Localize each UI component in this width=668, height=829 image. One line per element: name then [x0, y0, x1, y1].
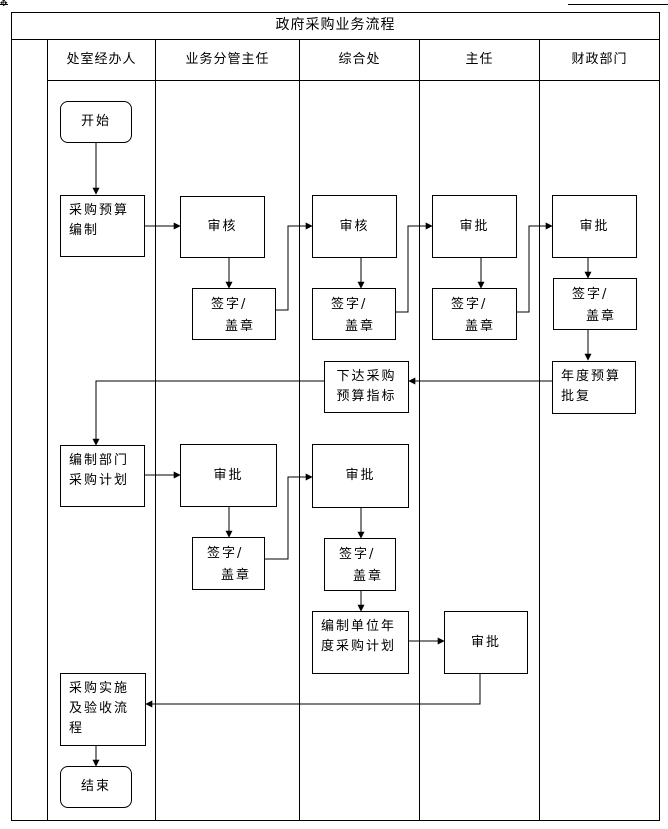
sign-general-2-node: 签字/ 盖章: [324, 538, 396, 591]
node-label: 预算指标: [336, 389, 397, 404]
node-label: 程: [69, 721, 85, 736]
node-label: 度采购计划: [321, 639, 397, 654]
node-label: 编制单位年: [321, 619, 397, 634]
approve-finance-node: 审批: [552, 195, 637, 258]
node-label: 及验收流: [69, 701, 130, 716]
node-label: 审批: [213, 467, 244, 483]
outer-frame: [11, 12, 660, 821]
issue-indicators-node: 下达采购 预算指标: [324, 361, 409, 413]
annual-budget-reply-node: 年度预算 批复: [552, 361, 636, 414]
node-label: 审批: [345, 468, 376, 483]
sign-finance-node: 签字/ 盖章: [553, 278, 637, 330]
node-label: 盖章: [225, 319, 256, 334]
sign-supervisor-2-node: 签字/ 盖章: [192, 537, 265, 590]
node-label: 签字/: [207, 546, 244, 561]
edge-sign_supervisor_1-review_general_1: [276, 222, 313, 311]
lane-header-officer: 处室经办人: [66, 52, 137, 67]
start-node: 开始: [60, 101, 132, 143]
node-label: 签字/: [451, 297, 488, 312]
node-label: 开始: [80, 114, 111, 129]
node-label: 下达采购: [336, 369, 397, 384]
node-label: 盖章: [353, 569, 384, 584]
node-label: 盖章: [465, 319, 496, 334]
review-general-1-node: 审核: [312, 195, 397, 258]
budget-prep-node: 采购预算 编制: [60, 195, 145, 257]
lane-header-finance: 财政部门: [571, 52, 628, 67]
node-label: 结束: [80, 779, 111, 794]
unit-annual-plan-node: 编制单位年 度采购计划: [312, 611, 409, 674]
node-label: 审批: [470, 634, 501, 650]
node-label: 签字/: [572, 287, 609, 302]
approve-general-2-node: 审批: [312, 444, 409, 508]
node-label: 年度预算: [561, 369, 622, 384]
node-label: 采购预算: [69, 203, 130, 218]
sign-general-1-node: 签字/ 盖章: [312, 288, 396, 340]
node-label: 审批: [459, 218, 490, 234]
node-label: 编制部门: [69, 453, 130, 468]
approve-director-2-node: 审批: [444, 611, 528, 674]
approve-director-1-node: 审批: [432, 195, 517, 258]
swimlane-grid: [0, 4, 668, 821]
node-label: 采购计划: [69, 473, 130, 488]
node-label: 采购实施: [69, 681, 130, 696]
edge-approve_director_2-implement: [145, 674, 481, 708]
lane-header-general: 综合处: [338, 52, 381, 67]
approve-supervisor-2-node: 审批: [180, 444, 277, 507]
lane-header-supervisor: 业务分管主任: [185, 52, 270, 67]
connectors: [92, 143, 592, 767]
diagram-title: 政府采购业务流程: [275, 17, 396, 33]
lane-header-director: 主任: [465, 52, 494, 67]
edge-sign_general_1-approve_director_1: [396, 222, 433, 313]
review-supervisor-1-node: 审核: [180, 196, 265, 258]
node-label: 审核: [339, 218, 370, 234]
node-label: 盖章: [586, 309, 617, 324]
edge-sign_director_1-approve_finance: [517, 222, 553, 313]
node-label: 编制: [69, 223, 100, 238]
dept-plan-node: 编制部门 采购计划: [60, 445, 145, 507]
node-label: 审批: [579, 218, 610, 234]
node-label: 盖章: [345, 319, 376, 334]
implement-node: 采购实施 及验收流 程: [60, 673, 146, 746]
node-label: 签字/: [211, 297, 248, 312]
node-label: 盖章: [221, 568, 252, 583]
sign-director-1-node: 签字/ 盖章: [432, 288, 517, 340]
edge-issue_indicators-dept_plan: [92, 380, 324, 446]
sign-supervisor-1-node: 签字/ 盖章: [192, 288, 276, 340]
node-label: 签字/: [331, 297, 368, 312]
node-label: 签字/: [339, 547, 376, 562]
end-node: 结束: [60, 766, 132, 808]
edge-sign_supervisor_2-approve_general_2: [265, 473, 313, 560]
node-label: 批复: [561, 389, 592, 404]
node-label: 审核: [207, 219, 238, 234]
